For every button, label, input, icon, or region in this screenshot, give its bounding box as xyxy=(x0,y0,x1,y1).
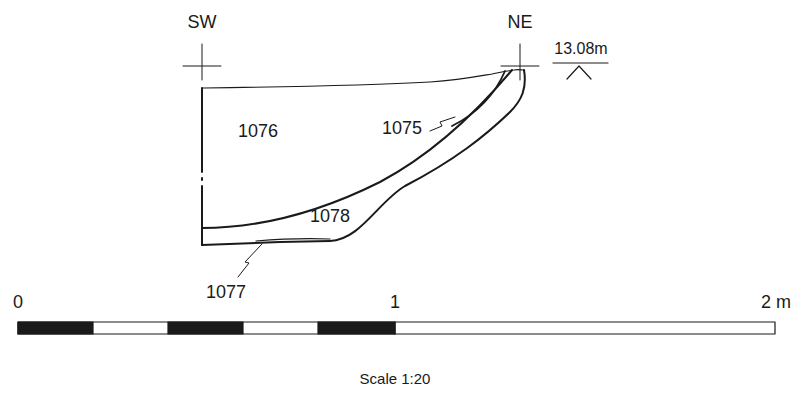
level-label: 13.08m xyxy=(554,41,607,57)
scale-tick-label: 2 m xyxy=(761,293,791,311)
context-number: 1077 xyxy=(206,283,246,301)
leader-line xyxy=(238,117,455,277)
context-number: 1078 xyxy=(310,207,350,225)
scale-caption: Scale 1:20 xyxy=(360,371,431,386)
scale-bar xyxy=(18,322,775,334)
context-number: 1076 xyxy=(238,122,278,140)
scale-tick-label: 0 xyxy=(13,293,23,311)
section-outline xyxy=(202,70,525,245)
level-marker xyxy=(553,63,608,79)
direction-label: SW xyxy=(188,13,217,31)
scale-tick-label: 1 xyxy=(390,293,400,311)
context-number: 1075 xyxy=(382,119,422,137)
direction-label: NE xyxy=(507,13,532,31)
